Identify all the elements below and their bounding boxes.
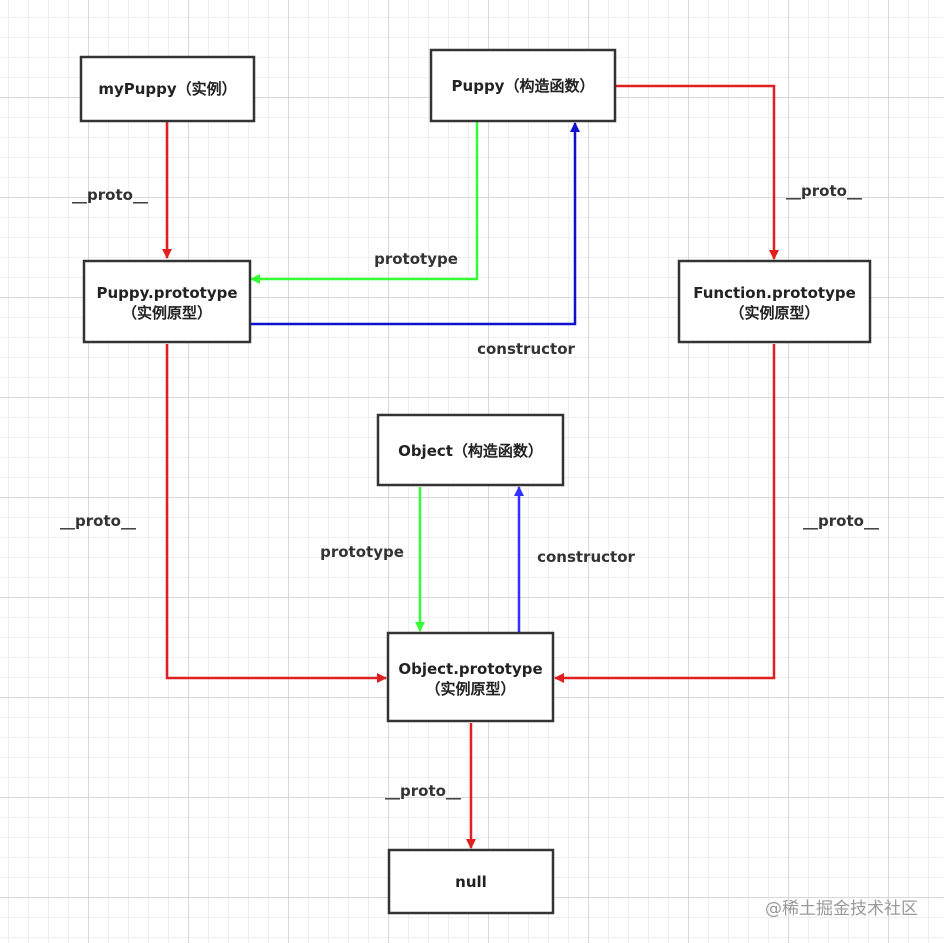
node-puppy-constructor-label: Puppy（构造函数） (452, 77, 595, 95)
label-puppy-constructor: constructor (477, 340, 575, 358)
edge-puppy-prototype-proto (165, 344, 387, 683)
label-object-prototype: prototype (320, 543, 404, 561)
label-object-prototype-proto: __proto__ (385, 782, 461, 800)
label-mypuppy-proto: __proto__ (72, 186, 148, 204)
watermark-text: @稀土掘金技术社区 (765, 899, 918, 919)
edge-puppy-constructor (251, 122, 580, 326)
node-puppy-prototype-line2: （实例原型） (122, 304, 212, 322)
node-null: null (387, 848, 555, 915)
node-object-prototype: Object.prototype （实例原型） (386, 631, 555, 723)
node-mypuppy-label: myPuppy（实例） (98, 80, 236, 98)
label-object-constructor: constructor (537, 548, 635, 566)
node-object-prototype-line1: Object.prototype (398, 660, 542, 678)
label-function-prototype-proto: __proto__ (803, 512, 879, 530)
node-function-prototype-line1: Function.prototype (693, 284, 856, 302)
label-puppy-prototype: prototype (374, 250, 458, 268)
node-puppy-prototype: Puppy.prototype （实例原型） (82, 259, 252, 344)
node-function-prototype: Function.prototype （实例原型） (677, 259, 872, 344)
node-mypuppy-instance: myPuppy（实例） (79, 55, 256, 123)
node-puppy-constructor: Puppy（构造函数） (429, 48, 617, 123)
node-null-label: null (455, 873, 487, 891)
node-object-constructor-label: Object（构造函数） (398, 442, 543, 460)
label-puppy-ctor-proto: __proto__ (786, 182, 862, 200)
edge-function-prototype-proto (554, 344, 776, 683)
edge-puppy-prototype (250, 122, 479, 284)
label-puppy-prototype-proto: __proto__ (60, 512, 136, 530)
node-puppy-prototype-line1: Puppy.prototype (96, 284, 237, 302)
node-function-prototype-line2: （实例原型） (729, 304, 819, 322)
node-object-prototype-line2: （实例原型） (425, 680, 515, 698)
node-object-constructor: Object（构造函数） (376, 413, 565, 487)
edge-puppy-ctor-proto (616, 84, 779, 260)
